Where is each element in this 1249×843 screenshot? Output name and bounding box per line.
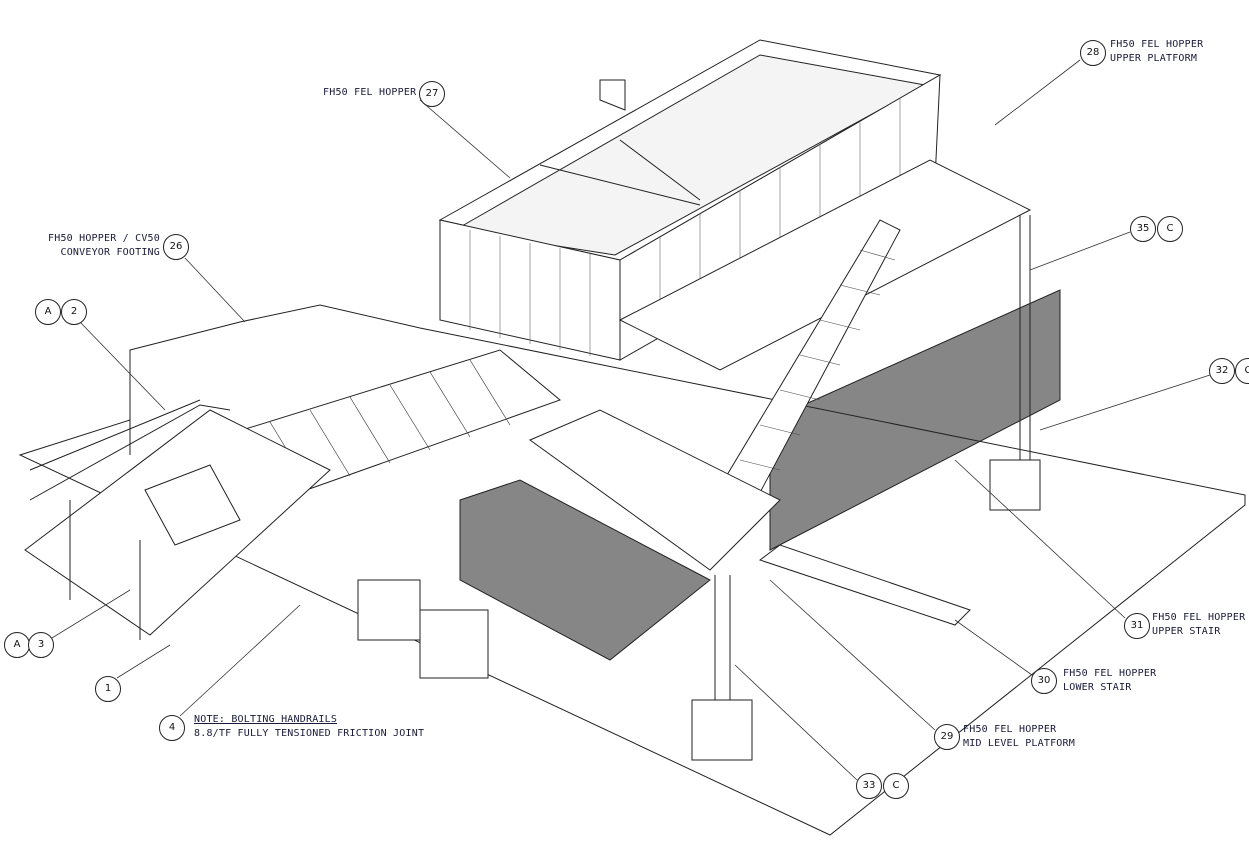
callout-2-ref: A xyxy=(35,299,61,325)
callout-29-label: FH50 FEL HOPPER MID LEVEL PLATFORM xyxy=(963,723,1075,751)
note-body: 8.8/TF FULLY TENSIONED FRICTION JOINT xyxy=(194,728,425,739)
callout-35-ref: C xyxy=(1157,216,1183,242)
callout-26-bubble: 26 xyxy=(163,234,189,260)
callout-28-line2: UPPER PLATFORM xyxy=(1110,53,1198,64)
callout-29-line1: FH50 FEL HOPPER xyxy=(963,724,1057,735)
callout-4-note: NOTE: BOLTING HANDRAILS 8.8/TF FULLY TEN… xyxy=(194,713,424,741)
callout-29-bubble: 29 xyxy=(934,724,960,750)
callout-26-label: FH50 HOPPER / CV50 CONVEYOR FOOTING xyxy=(30,232,160,260)
guard-mesh-right xyxy=(769,289,1061,551)
callout-30-bubble: 30 xyxy=(1031,668,1057,694)
callout-31-bubble: 31 xyxy=(1124,613,1150,639)
callout-35-bubble: 35 xyxy=(1130,216,1156,242)
callout-33-ref: C xyxy=(883,773,909,799)
callout-1-bubble: 1 xyxy=(95,676,121,702)
lower-stair xyxy=(758,544,971,626)
callout-31-line1: FH50 FEL HOPPER xyxy=(1152,612,1246,623)
callout-28-label: FH50 FEL HOPPER UPPER PLATFORM xyxy=(1110,38,1203,66)
callout-27-bubble: 27 xyxy=(419,81,445,107)
upper-platform xyxy=(618,159,1032,371)
handrail xyxy=(29,399,231,640)
drive-housing xyxy=(144,464,241,546)
callout-4-bubble: 4 xyxy=(159,715,185,741)
callout-30-line1: FH50 FEL HOPPER xyxy=(1063,668,1157,679)
callout-3-ref: A xyxy=(4,632,30,658)
callout-28-line1: FH50 FEL HOPPER xyxy=(1110,39,1204,50)
mid-level-platform xyxy=(528,409,781,571)
callout-31-label: FH50 FEL HOPPER UPPER STAIR xyxy=(1152,611,1245,639)
callout-29-line2: MID LEVEL PLATFORM xyxy=(963,738,1075,749)
callout-32-bubble: 32 xyxy=(1209,358,1235,384)
callout-33-bubble: 33 xyxy=(856,773,882,799)
callout-28-bubble: 28 xyxy=(1080,40,1106,66)
callout-26-line2: CONVEYOR FOOTING xyxy=(60,247,160,258)
callout-30-label: FH50 FEL HOPPER LOWER STAIR xyxy=(1063,667,1156,695)
leader-lines xyxy=(51,59,1211,781)
callout-31-line2: UPPER STAIR xyxy=(1152,626,1221,637)
note-title: NOTE: BOLTING HANDRAILS xyxy=(194,714,338,725)
ground-slab xyxy=(18,304,1246,836)
callout-26-line1: FH50 HOPPER / CV50 xyxy=(48,233,160,244)
callout-27-label: FH50 FEL HOPPER xyxy=(323,87,417,98)
guard-mesh-lower xyxy=(459,479,711,661)
callout-30-line2: LOWER STAIR xyxy=(1063,682,1132,693)
callout-3-bubble: 3 xyxy=(28,632,54,658)
callout-2-bubble: 2 xyxy=(61,299,87,325)
